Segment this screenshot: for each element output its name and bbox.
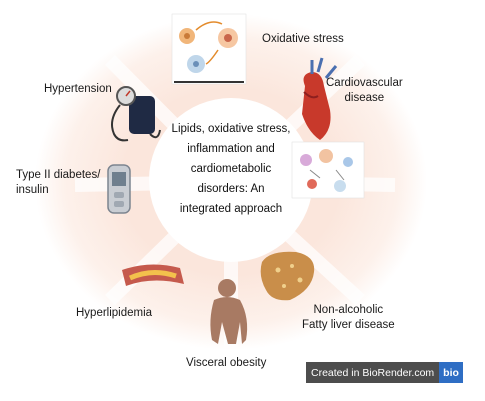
label-oxidative-stress: Oxidative stress	[262, 33, 344, 45]
oxidative-stress-panel	[171, 13, 247, 85]
label-hypertension: Hypertension	[44, 83, 112, 95]
glucose-meter-icon	[107, 164, 131, 214]
biorender-badge[interactable]: Created in BioRender.com bio	[306, 362, 463, 383]
inflammatory-panel	[291, 141, 365, 199]
visceral-obesity-figure-icon	[210, 279, 248, 344]
heart-icon	[302, 57, 338, 140]
label-diabetes: Type II diabetes/ insulin	[16, 169, 101, 196]
label-visceral-obesity: Visceral obesity	[186, 357, 267, 369]
label-cardiovascular: Cardiovascular disease	[326, 77, 403, 104]
biorender-logo: bio	[439, 362, 463, 383]
artery-plaque-icon	[122, 264, 184, 286]
blood-pressure-monitor-icon	[111, 86, 161, 142]
badge-text: Created in BioRender.com	[306, 362, 440, 383]
fatty-liver-icon	[260, 251, 315, 301]
label-hyperlipidemia: Hyperlipidemia	[76, 307, 153, 319]
label-nafld: Non-alcoholic Fatty liver disease	[302, 304, 395, 331]
center-circle	[149, 98, 313, 262]
center-title: Lipids, oxidative stress, inflammation a…	[171, 123, 291, 215]
